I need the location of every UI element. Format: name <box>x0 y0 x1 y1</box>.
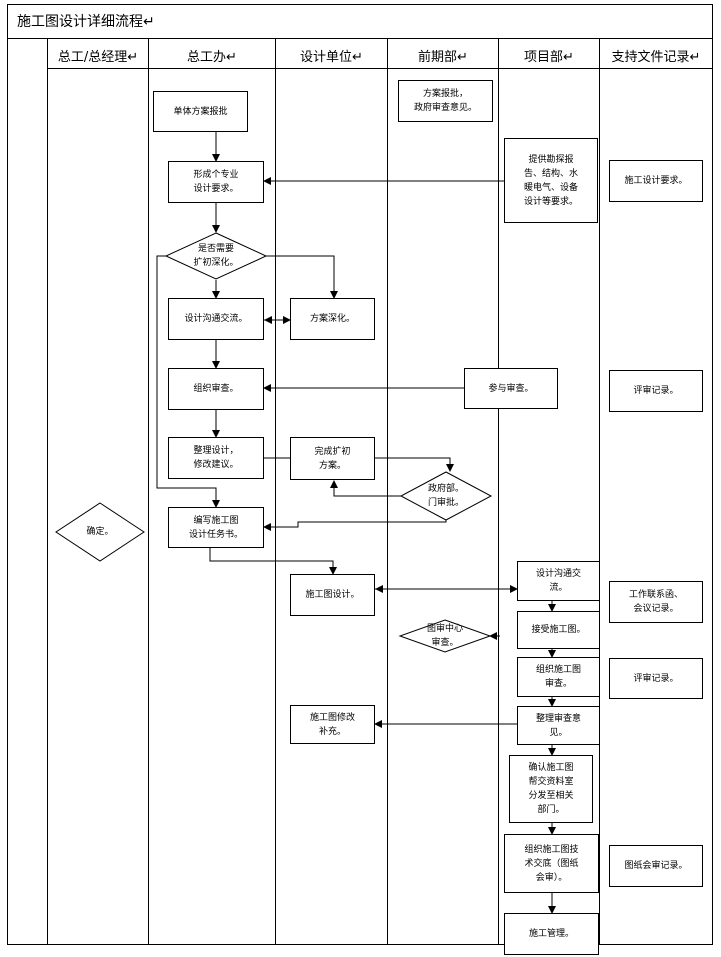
write-task-book-box: 编写施工图 设计任务书。 <box>168 507 264 548</box>
column-header-chief-office: 总工办↵ <box>187 49 237 65</box>
column-header-design-unit: 设计单位↵ <box>300 49 363 65</box>
organize-drawing-review-box: 组织施工图 审查。 <box>517 657 600 697</box>
review-record-box-1: 评审记录。 <box>609 370 703 412</box>
review-center-label: 图审中心 审查。 <box>426 624 463 648</box>
deepen-decision-diamond <box>164 232 268 280</box>
column-header-early-stage: 前期部↵ <box>418 49 468 65</box>
gov-approval-label: 政府部。 门审批。 <box>427 484 464 508</box>
column-header-gm: 总工/总经理↵ <box>57 49 139 65</box>
design-communication-box: 设计沟通交流。 <box>168 298 264 340</box>
page-title: 施工图设计详细流程↵ <box>17 14 155 30</box>
technical-briefing-box: 组织施工图技 术交底（图纸 会审）。 <box>504 834 599 893</box>
confirm-diamond <box>55 502 145 562</box>
scheme-deepening-box: 方案深化。 <box>290 298 375 340</box>
complete-preliminary-box: 完成扩初 方案。 <box>290 437 375 480</box>
drawing-review-record: 图纸会审记录。 <box>609 845 703 887</box>
deepen-decision-label: 是否需要 扩初深化。 <box>193 244 239 268</box>
participate-review-box: 参与审查。 <box>464 368 558 409</box>
construction-management-box: 施工管理。 <box>504 913 599 955</box>
form-requirements-box: 形成个专业 设计要求。 <box>168 161 264 203</box>
review-center-diamond <box>398 619 492 653</box>
construction-drawing-design-box: 施工图设计。 <box>290 574 375 616</box>
organize-design-box: 整理设计， 修改建议。 <box>168 437 264 479</box>
contact-letter-record: 工作联系函、 会议记录。 <box>609 581 703 623</box>
confirm-label: 确定。 <box>86 527 114 537</box>
frame <box>7 4 713 945</box>
organize-review-opinions-box: 整理审查意 见。 <box>517 706 600 745</box>
design-communication-box-2: 设计沟通交 流。 <box>517 561 600 601</box>
single-scheme-box: 单体方案报批 <box>153 91 248 132</box>
drawing-revision-box: 施工图修改 补充。 <box>290 705 375 744</box>
scheme-approval-box: 方案报批， 政府审查意见。 <box>398 80 493 122</box>
column-header-supporting-docs: 支持文件记录↵ <box>611 49 701 65</box>
connectors <box>156 132 556 914</box>
receive-drawings-box: 接受施工图。 <box>517 611 600 649</box>
review-record-box-2: 评审记录。 <box>609 658 703 699</box>
organize-review-box: 组织审查。 <box>168 368 264 410</box>
column-header-project-dept: 项目部↵ <box>524 49 574 65</box>
survey-report-box: 提供勘探报 告、结构、水 暖电气、设备 设计等要求。 <box>504 138 598 223</box>
confirm-distribute-box: 确认施工图 帮交资料室 分发至相关 部门。 <box>509 755 593 823</box>
diamond-shapes <box>55 232 493 653</box>
construction-design-requirement-record: 施工设计要求。 <box>609 160 703 202</box>
